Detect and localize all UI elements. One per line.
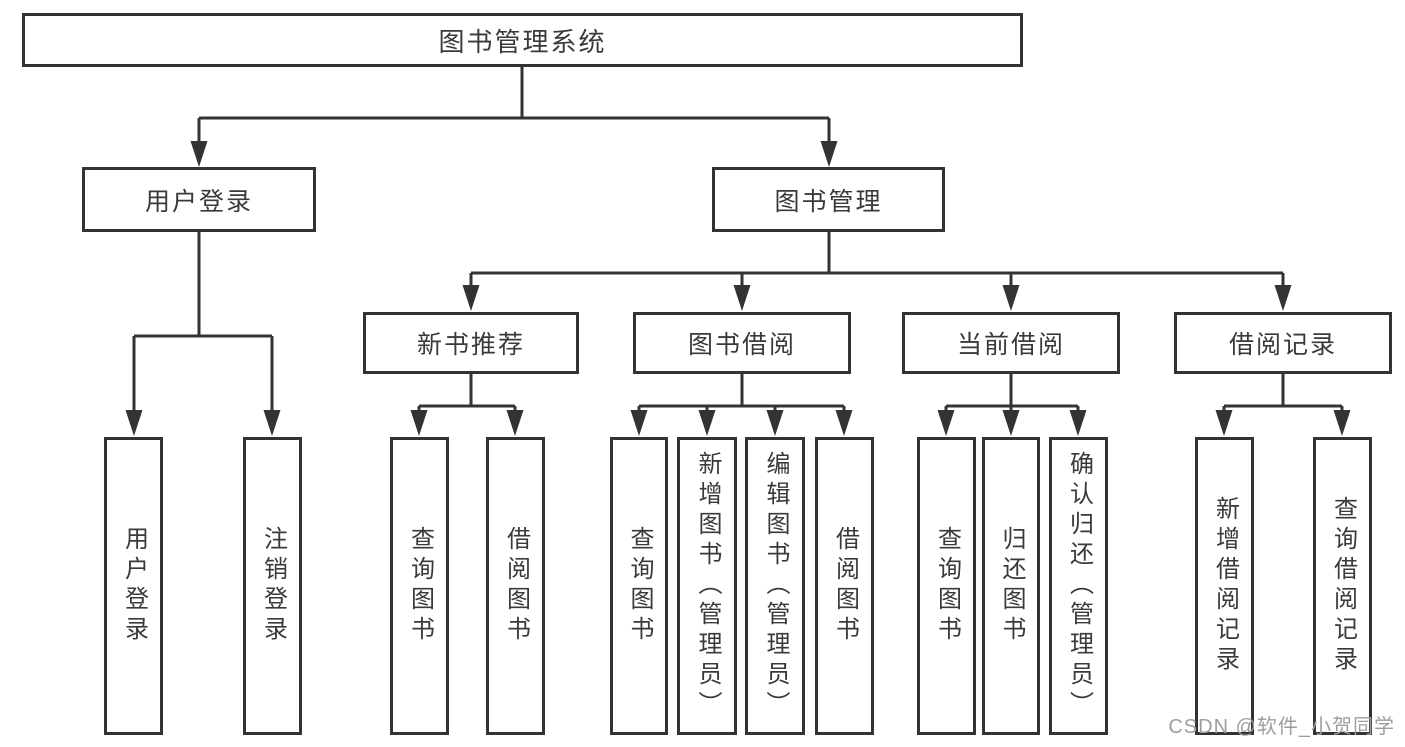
node-borrow-records: 借阅记录: [1174, 312, 1392, 374]
leaf-query-books-borrow: 查询图书: [610, 437, 668, 735]
node-root-system: 图书管理系统: [22, 13, 1023, 67]
leaf-query-borrow-record: 查询借阅记录: [1313, 437, 1372, 735]
leaf-add-books-admin: 新增图书（管理员）: [677, 437, 737, 735]
leaf-return-books: 归还图书: [982, 437, 1040, 735]
leaf-borrow-books: 借阅图书: [815, 437, 874, 735]
arrowhead-icons: [125, 141, 1351, 436]
node-current-borrow: 当前借阅: [902, 312, 1120, 374]
leaf-logout: 注销登录: [243, 437, 302, 735]
leaf-query-books-recommend: 查询图书: [390, 437, 449, 735]
node-new-book-recommend: 新书推荐: [363, 312, 579, 374]
node-book-borrow: 图书借阅: [633, 312, 851, 374]
leaf-add-borrow-record: 新增借阅记录: [1195, 437, 1254, 735]
leaf-confirm-return-admin: 确认归还（管理员）: [1049, 437, 1108, 735]
leaf-edit-books-admin: 编辑图书（管理员）: [745, 437, 805, 735]
leaf-user-login: 用户登录: [104, 437, 163, 735]
node-book-management: 图书管理: [712, 167, 945, 232]
node-user-login: 用户登录: [82, 167, 316, 232]
leaf-borrow-books-recommend: 借阅图书: [486, 437, 545, 735]
leaf-query-books-current: 查询图书: [917, 437, 976, 735]
csdn-watermark: CSDN @软件_小贺同学: [1168, 716, 1395, 738]
